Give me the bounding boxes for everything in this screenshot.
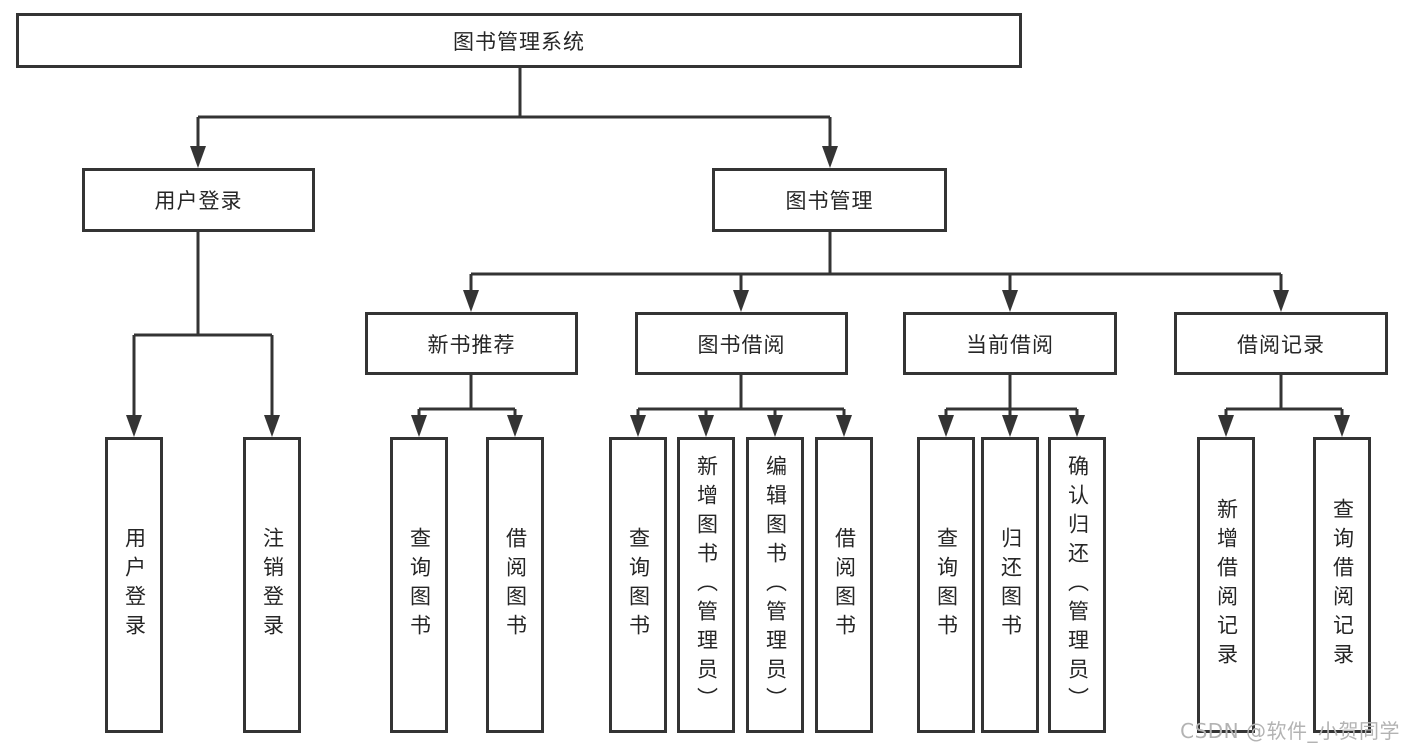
- branch-book-management-label: 图书管理: [785, 189, 874, 213]
- leaf-confirm-return-admin: 确认归还（管理员）: [1048, 437, 1106, 733]
- leaf-return-books: 归还图书: [981, 437, 1039, 733]
- leaf-add-book-admin-label: 新增图书（管理员）: [694, 454, 719, 716]
- section-book-borrowing-label: 图书借阅: [697, 332, 786, 357]
- connector-strokes: [132, 68, 1344, 419]
- leaf-add-borrow-record: 新增借阅记录: [1197, 437, 1255, 733]
- section-new-book-recommendation: 新书推荐: [365, 312, 578, 375]
- leaf-return-books-label: 归还图书: [998, 527, 1023, 643]
- section-book-borrowing: 图书借阅: [635, 312, 848, 375]
- leaf-borrow-books-recommend-label: 借阅图书: [503, 527, 528, 643]
- leaf-query-borrow-record-label: 查询借阅记录: [1330, 498, 1355, 672]
- leaf-logout: 注销登录: [243, 437, 301, 733]
- leaf-query-books-borrow: 查询图书: [609, 437, 667, 733]
- leaf-query-books-recommend: 查询图书: [390, 437, 448, 733]
- node-library-management-system: 图书管理系统: [16, 13, 1022, 68]
- leaf-borrow-books-recommend: 借阅图书: [486, 437, 544, 733]
- leaf-edit-book-admin: 编辑图书（管理员）: [746, 437, 804, 733]
- branch-user-login-label: 用户登录: [154, 189, 243, 213]
- leaf-edit-book-admin-label: 编辑图书（管理员）: [763, 454, 788, 716]
- branch-user-login: 用户登录: [82, 168, 315, 232]
- arrowheads: [126, 146, 1350, 437]
- section-new-book-recommendation-label: 新书推荐: [427, 332, 516, 357]
- leaf-query-books-current-label: 查询图书: [934, 527, 959, 643]
- leaf-add-borrow-record-label: 新增借阅记录: [1214, 498, 1239, 672]
- leaf-query-books-recommend-label: 查询图书: [407, 527, 432, 643]
- node-library-management-system-label: 图书管理系统: [453, 29, 585, 54]
- section-borrowing-records: 借阅记录: [1174, 312, 1388, 375]
- leaf-query-borrow-record: 查询借阅记录: [1313, 437, 1371, 733]
- leaf-user-login-label: 用户登录: [122, 527, 147, 643]
- section-current-borrowing-label: 当前借阅: [966, 332, 1054, 357]
- leaf-confirm-return-admin-label: 确认归还（管理员）: [1065, 454, 1090, 716]
- leaf-borrow-books: 借阅图书: [815, 437, 873, 733]
- section-borrowing-records-label: 借阅记录: [1237, 332, 1325, 357]
- leaf-borrow-books-label: 借阅图书: [832, 527, 857, 643]
- leaf-logout-label: 注销登录: [260, 527, 285, 643]
- leaf-query-books-borrow-label: 查询图书: [626, 527, 651, 643]
- leaf-query-books-current: 查询图书: [917, 437, 975, 733]
- leaf-user-login: 用户登录: [105, 437, 163, 733]
- section-current-borrowing: 当前借阅: [903, 312, 1117, 375]
- csdn-watermark: CSDN @软件_小贺同学: [1180, 719, 1400, 743]
- leaf-add-book-admin: 新增图书（管理员）: [677, 437, 735, 733]
- branch-book-management: 图书管理: [712, 168, 947, 232]
